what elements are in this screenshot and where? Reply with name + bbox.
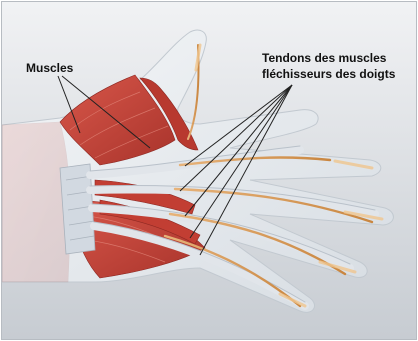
muscles-label: Muscles [26, 61, 74, 75]
forearm-muscles [2, 122, 70, 282]
tendons-label-line2: fléchisseurs des doigts [262, 67, 396, 81]
tendons-label-line1: Tendons des muscles [262, 51, 387, 65]
